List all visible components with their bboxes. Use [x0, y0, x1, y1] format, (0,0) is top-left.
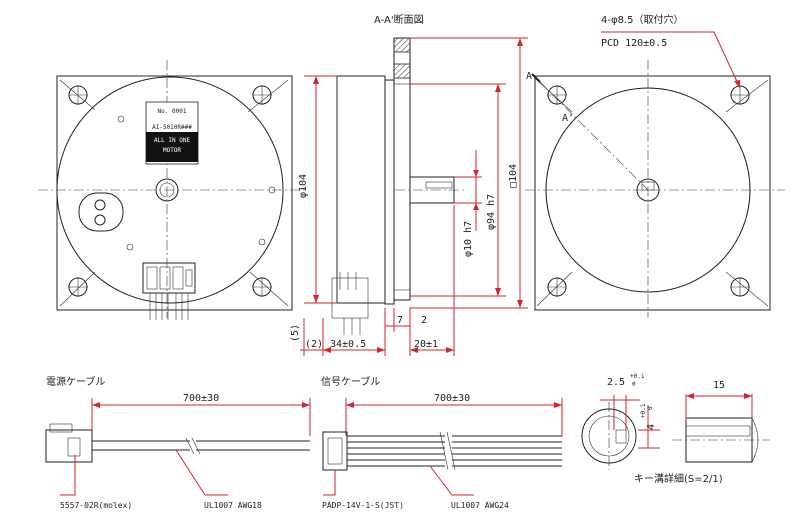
signal-cable-wire: UL1007 AWG24: [451, 501, 509, 510]
signal-cable-connector: PADP-14V-1-S(JST): [322, 501, 404, 510]
dim-body-diameter: φ104: [298, 174, 309, 198]
key-depth: 4: [646, 424, 657, 430]
signal-cable: 信号ケーブル 700±30 PADP-14V-1-S(JST) UL1007 A…: [321, 375, 563, 510]
front-view: A A' 4-φ8.5（取付穴） PCD 120±0.5: [525, 13, 785, 318]
rear-view: No. 0001 AI-5010R### ALL IN ONE MOTOR: [38, 60, 305, 320]
nameplate-line2: ALL IN ONE: [154, 137, 191, 144]
dim-pilot: φ94 h7: [486, 194, 497, 230]
mounting-hole-icon: [68, 85, 272, 297]
key-width: 2.5: [607, 377, 625, 388]
dim-body-length: 34±0.5: [330, 339, 366, 350]
dim-offset: (2): [305, 339, 323, 350]
power-cable: 電源ケーブル 700±30 5557-02R(molex) UL1007 AWG…: [45, 375, 311, 510]
key-depth-tol-lower: 0: [647, 406, 654, 410]
nameplate-label: No. 0001 AI-5010R### ALL IN ONE MOTOR: [145, 101, 199, 165]
key-detail: 2.5 +0.1 0 4 +0.1 0 15 キー溝詳細(S=2/1): [581, 373, 770, 485]
section-mark-a2: A': [562, 113, 574, 124]
hole-spec: 4-φ8.5（取付穴）: [601, 13, 683, 26]
nameplate-model: AI-5010R###: [152, 124, 192, 131]
signal-cable-length: 700±30: [434, 393, 470, 404]
dim-step: 2: [421, 315, 427, 326]
signal-cable-title: 信号ケーブル: [321, 375, 380, 388]
power-cable-connector: 5557-02R(molex): [60, 501, 132, 510]
key-width-tol-lower: 0: [632, 381, 636, 388]
section-view: A-A'断面図 φ104 □104: [290, 13, 528, 356]
power-plug-icon: [45, 423, 93, 463]
nameplate-line3: MOTOR: [163, 147, 181, 154]
key-width-tol-upper: +0.1: [630, 373, 645, 380]
dim-flange: 7: [397, 315, 403, 326]
dim-shaft: φ10 h7: [463, 221, 474, 257]
section-mark-a: A: [526, 71, 532, 82]
power-cable-wire: UL1007 AWG18: [204, 501, 262, 510]
power-cable-length: 700±30: [183, 393, 219, 404]
dim-shaft-length: 20±1: [414, 339, 438, 350]
dim-side: (5): [290, 324, 301, 342]
section-title: A-A'断面図: [374, 13, 424, 26]
power-connector-icon: [78, 192, 124, 232]
nameplate-serial: No. 0001: [158, 108, 187, 115]
key-detail-title: キー溝詳細(S=2/1): [634, 472, 723, 485]
pcd-spec: PCD 120±0.5: [601, 38, 667, 49]
signal-plug-icon: [322, 431, 348, 471]
power-cable-title: 電源ケーブル: [46, 375, 105, 388]
signal-connector-icon: [142, 262, 196, 320]
key-depth-tol-upper: +0.1: [640, 403, 647, 418]
key-length: 15: [713, 380, 725, 391]
dim-square: □104: [508, 164, 519, 188]
